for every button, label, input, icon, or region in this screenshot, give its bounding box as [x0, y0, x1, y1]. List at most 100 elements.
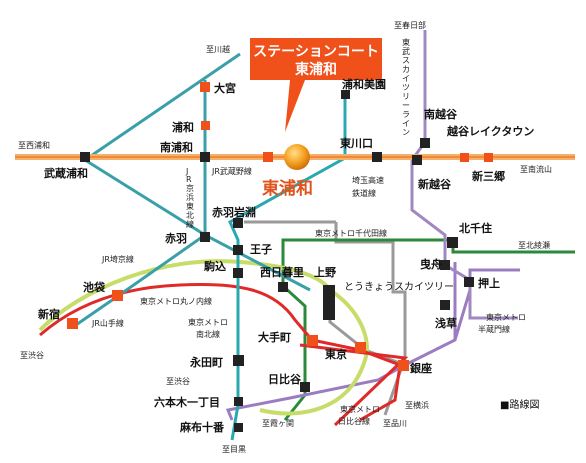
dest-shibuya-2: 至渋谷: [166, 376, 190, 386]
svg-text:イ: イ: [402, 74, 410, 83]
line-label-chiyoda: 東京メトロ千代田線: [315, 228, 387, 238]
station-label-kitasenju: 北千住: [459, 221, 492, 235]
svg-text:R: R: [186, 175, 192, 184]
svg-text:カ: カ: [402, 65, 410, 74]
line-label-yamanote: JR山手線: [91, 318, 124, 328]
station-marker-higashi-kawaguchi: [372, 152, 382, 162]
station-marker-asakusa: [440, 300, 450, 310]
station-label-omiya: 大宮: [214, 81, 236, 95]
dest-shinagawa: 至品川: [383, 419, 407, 428]
station-marker-oji: [233, 245, 243, 255]
station-label-ikebukuro: 池袋: [83, 280, 106, 294]
station-label-hikifune: 曳舟: [420, 257, 442, 271]
station-marker-urawa-misono: [341, 90, 350, 99]
svg-text:東: 東: [186, 201, 194, 211]
station-label-nagatacho: 永田町: [189, 355, 223, 369]
station-label-roppongi: 六本木一丁目: [154, 395, 220, 409]
chiyoda-line-route: [281, 238, 575, 421]
station-marker-urawa: [201, 121, 210, 130]
station-label-asakusa: 浅草: [435, 316, 457, 330]
station-label-higashi-kawaguchi: 東川口: [340, 136, 373, 150]
dest-minami-nagareyama: 至南流山: [520, 164, 552, 174]
station-label-akabane: 赤羽: [165, 231, 187, 245]
line-label-saitama-railway-1: 埼玉高速: [352, 175, 384, 185]
dest-meguro: 至目黒: [222, 445, 246, 454]
line-label-hanzomon-1: 東京メトロ: [486, 312, 526, 322]
svg-text:リ: リ: [402, 92, 410, 101]
dest-yokohama: 至横浜: [405, 400, 429, 410]
station-marker-roppongi: [234, 397, 243, 406]
station-label-hibiya: 日比谷: [268, 372, 302, 386]
line-label-namboku-2: 南北線: [196, 329, 220, 339]
dest-nishi-urawa: 至西浦和: [18, 140, 50, 150]
station-label-shinjuku: 新宿: [38, 307, 60, 321]
line-label-hanzomon-2: 半蔵門線: [478, 324, 510, 334]
dest-kasukabe: 至春日部: [394, 20, 426, 30]
highlight-station-label: 東浦和: [262, 178, 313, 199]
station-marker-kitasenju: [447, 237, 458, 248]
legend-label: ■路線図: [500, 398, 539, 411]
station-marker-shinjuku: [67, 318, 78, 329]
dest-kita-ayase: 至北綾瀬: [518, 240, 550, 250]
svg-text:北: 北: [186, 211, 194, 220]
station-label-shin-misato: 新三郷: [472, 169, 505, 183]
station-label-azabu-juban: 麻布十番: [179, 420, 225, 434]
highlight-station-marker: [284, 144, 310, 170]
line-label-hibiya-1: 東京メトロ: [340, 404, 380, 414]
station-marker-komagome: [233, 268, 243, 278]
station-marker-oshiage: [464, 277, 474, 287]
station-label-skytree: とうきょうスカイツリー: [344, 281, 454, 293]
station-label-musashi-urawa: 武蔵浦和: [44, 166, 88, 180]
station-marker-azabu-juban: [234, 423, 243, 432]
svg-text:ツ: ツ: [402, 83, 410, 92]
line-label-saikyo: JR埼京線: [101, 254, 134, 264]
station-marker-minami-urawa: [200, 152, 210, 162]
station-marker-shin-koshigaya: [412, 155, 422, 165]
station-label-akabane-iwabuchi: 赤羽岩淵: [212, 205, 256, 219]
dest-shibuya-1: 至渋谷: [20, 350, 44, 360]
station-marker-hibiya: [300, 382, 310, 392]
svg-text:京: 京: [186, 183, 194, 193]
station-label-shin-koshigaya: 新越谷: [418, 177, 452, 191]
station-label-oji: 王子: [250, 243, 272, 256]
station-marker-laketown: [460, 153, 469, 162]
line-label-marunouchi: 東京メトロ丸ノ内線: [140, 296, 212, 306]
station-marker-akabane-iwabuchi: [233, 218, 243, 228]
marunouchi-line-route-2: [299, 343, 409, 427]
svg-text:ン: ン: [402, 128, 410, 137]
station-marker-tokyo: [355, 342, 366, 353]
callout-line1: ステーションコート: [253, 44, 379, 60]
station-label-oshiage: 押上: [478, 276, 500, 290]
station-marker-musashi-urawa: [80, 152, 90, 162]
svg-text:東: 東: [402, 37, 410, 47]
dest-kawagoe: 至川越: [206, 44, 230, 54]
callout-line2: 東浦和: [295, 61, 337, 78]
station-label-otemachi: 大手町: [258, 330, 291, 344]
svg-text:ー: ー: [402, 101, 410, 110]
line-label-saitama-railway-2: 鉄道線: [352, 188, 376, 198]
station-marker-ginza: [398, 360, 409, 371]
station-marker-nishi-nippori: [278, 282, 288, 292]
marunouchi-line-route: [39, 282, 402, 422]
station-marker-omiya: [200, 82, 210, 92]
station-label-minami-koshigaya: 南越谷: [424, 107, 458, 121]
svg-text:J: J: [185, 167, 188, 176]
svg-text:イ: イ: [402, 119, 410, 128]
station-label-laketown: 越谷レイクタウン: [446, 124, 534, 138]
station-label-nishi-nippori: 西日暮里: [260, 265, 304, 279]
station-label-minami-urawa: 南浦和: [160, 140, 193, 154]
station-marker-hikifune: [440, 260, 450, 270]
station-label-urawa: 浦和: [172, 120, 194, 134]
svg-text:線: 線: [186, 219, 194, 229]
station-markers: [67, 82, 493, 432]
station-marker-ueno: [323, 285, 335, 320]
station-marker-akabane: [200, 232, 210, 242]
station-label-urawa-misono: 浦和美園: [342, 77, 386, 91]
line-label-namboku-1: 東京メトロ: [188, 317, 228, 327]
station-marker-shin-misato: [484, 153, 493, 162]
dest-kasumigaseki: 至霞ヶ関: [262, 419, 294, 428]
line-label-hibiya-2: 日比谷線: [338, 416, 370, 426]
station-label-ginza: 銀座: [410, 361, 432, 375]
station-marker-nagatacho: [233, 355, 244, 366]
